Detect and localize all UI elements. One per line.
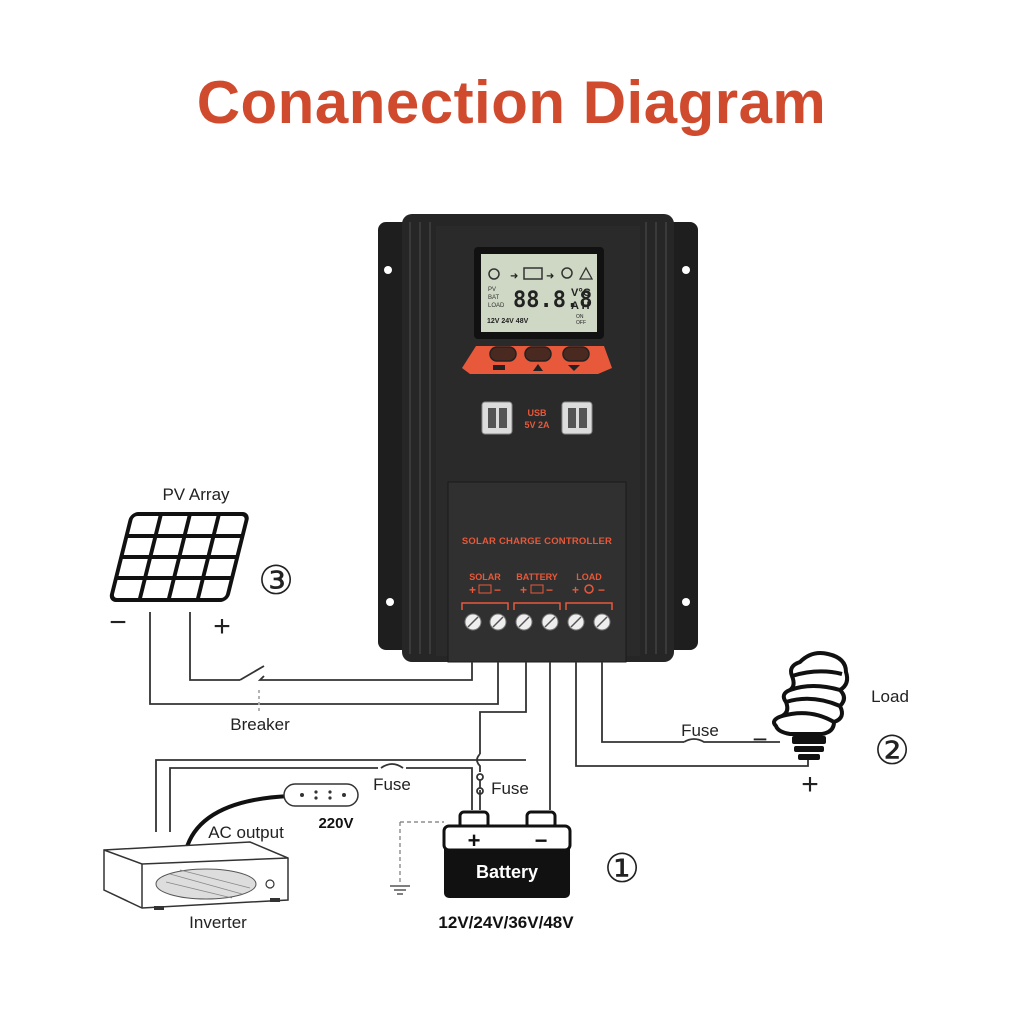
load-bulb: Load − + ② Fuse (681, 651, 910, 801)
inverter-fuse (380, 763, 404, 769)
battery-minus-sign: − (535, 828, 548, 853)
lcd-pv-label: PV (488, 287, 496, 293)
lcd-off: OFF (576, 320, 586, 326)
terminal-load-label: LOAD (576, 572, 602, 582)
breaker-label: Breaker (230, 715, 290, 734)
usb-rating: 5V 2A (524, 420, 550, 430)
solar-plus: + (469, 583, 476, 597)
load-minus: − (598, 583, 605, 597)
usb-port[interactable] (561, 401, 593, 435)
down-icon (568, 365, 580, 371)
mount-hole-icon (384, 266, 392, 274)
charge-controller: ➜ ➜ PV BAT LOAD 88.8.8 V°C A H 12V 24V 4… (378, 214, 698, 663)
page-title: Conanection Diagram (196, 69, 827, 136)
arrow-icon: ➜ (546, 271, 554, 282)
solar-minus: − (494, 583, 501, 597)
pv-array: PV Array − + ③ (109, 485, 294, 643)
battery-plus-wire (479, 662, 527, 754)
ac-output-label: AC output (208, 823, 284, 842)
panel-label: SOLAR CHARGE CONTROLLER (462, 536, 612, 547)
load-fuse (683, 738, 780, 743)
terminal-battery-label: BATTERY (516, 572, 558, 582)
ac-output-cable (184, 794, 291, 851)
lcd-digits: 88.8.8 (513, 288, 592, 313)
solar-panel-icon (478, 584, 492, 594)
load-minus-wire (601, 662, 684, 743)
wire-crossover (476, 753, 481, 772)
battery: + − Battery ① 12V/24V/36V/48V Fuse (390, 779, 640, 932)
warning-icon (533, 364, 543, 371)
lcd-voltages: 12V 24V 48V (487, 318, 529, 325)
load-label: Load (871, 687, 909, 706)
arrow-icon: ➜ (510, 271, 518, 282)
button-right[interactable] (562, 346, 590, 362)
power-icon (265, 879, 275, 889)
terminal-cover (447, 481, 627, 663)
step-1-marker: ① (604, 847, 640, 891)
lcd-load-label: LOAD (488, 303, 505, 309)
wiring (149, 612, 809, 832)
battery-plus: + (520, 583, 527, 597)
load-plus-sign: + (801, 768, 819, 801)
inverter-label: Inverter (189, 913, 247, 932)
inverter-minus-wire (155, 759, 526, 832)
button-left[interactable] (489, 346, 517, 362)
sun-icon (488, 268, 500, 280)
bulb-icon (584, 584, 594, 594)
battery-voltages: 12V/24V/36V/48V (438, 913, 574, 932)
usb-port[interactable] (481, 401, 513, 435)
warning-icon (578, 266, 594, 280)
usb-ports: USB 5V 2A (481, 401, 593, 435)
mount-hole-icon (682, 598, 690, 606)
pv-minus-sign: − (109, 606, 127, 639)
load-fuse-label: Fuse (681, 721, 719, 740)
usb-label: USB (527, 408, 547, 418)
load-plus: + (572, 583, 579, 597)
pv-plus-wire-2 (257, 662, 473, 681)
battery-icon (523, 267, 543, 280)
menu-icon (493, 365, 505, 370)
pv-minus-wire (149, 612, 499, 705)
cfl-bulb-icon (772, 651, 850, 760)
inverter: 220V AC output Fuse Inverter (103, 775, 411, 932)
inverter-fuse-label: Fuse (373, 775, 411, 794)
bulb-icon (561, 267, 573, 279)
solar-panel-icon (109, 512, 249, 602)
lcd-display: ➜ ➜ PV BAT LOAD 88.8.8 V°C A H 12V 24V 4… (474, 247, 604, 339)
button-middle[interactable] (524, 346, 552, 362)
battery-icon (530, 584, 544, 594)
mount-hole-icon (682, 266, 690, 274)
inverter-plus-wire-2 (406, 767, 473, 810)
load-plus-wire (575, 662, 809, 767)
pv-array-label: PV Array (162, 485, 230, 504)
pv-plus-wire (189, 612, 240, 681)
ac-voltage-label: 220V (318, 815, 353, 832)
lcd-on: ON (576, 314, 584, 320)
load-minus-sign: − (752, 724, 767, 754)
battery-minus: − (546, 583, 553, 597)
step-2-marker: ② (874, 729, 910, 773)
terminal-screws (464, 613, 611, 631)
terminal-solar-label: SOLAR (469, 572, 501, 582)
battery-label: Battery (476, 862, 538, 882)
breaker-switch (239, 665, 265, 681)
pv-plus-sign: + (213, 610, 231, 643)
lcd-bat-label: BAT (488, 295, 500, 301)
inverter-plus-wire (169, 767, 378, 832)
mount-hole-icon (386, 598, 394, 606)
step-3-marker: ③ (258, 559, 294, 603)
power-strip-icon (283, 783, 359, 807)
lcd-unit-bottom: A H (571, 300, 590, 312)
lcd-unit-top: V°C (571, 287, 591, 299)
battery-fuse-label: Fuse (491, 779, 529, 798)
battery-plus-sign: + (468, 828, 481, 853)
